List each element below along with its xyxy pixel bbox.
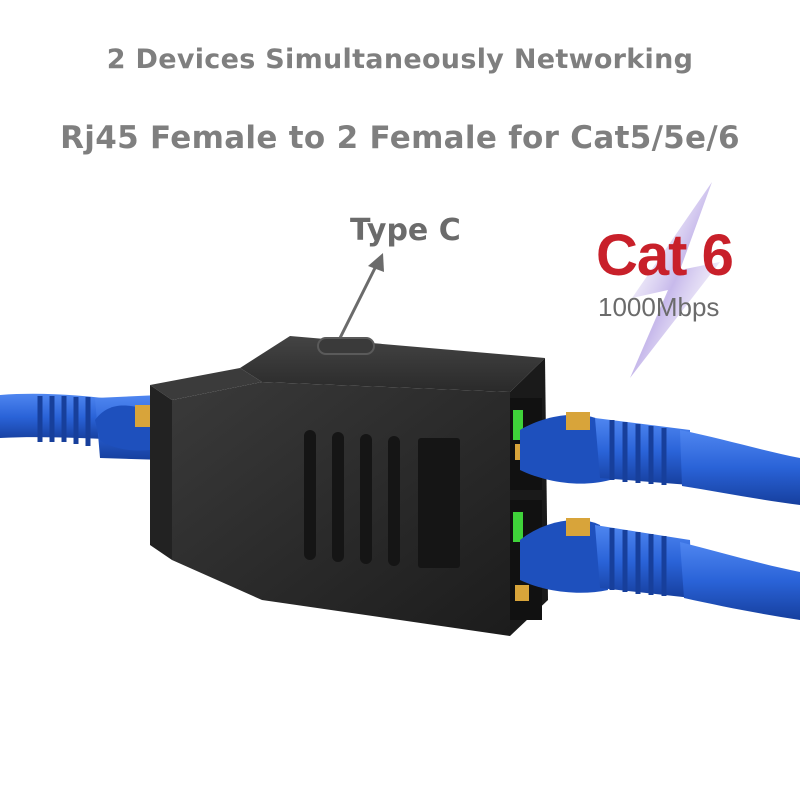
type-c-callout-label: Type C bbox=[350, 213, 461, 248]
cat6-badge-title: Cat 6 bbox=[596, 223, 734, 288]
headline-connector-spec: Rj45 Female to 2 Female for Cat5/5e/6 bbox=[60, 120, 740, 156]
right-cable-bottom bbox=[520, 518, 800, 620]
headline-devices: 2 Devices Simultaneously Networking bbox=[106, 44, 694, 75]
type-c-port bbox=[317, 337, 375, 355]
cat6-badge: Cat 6 1000Mbps bbox=[590, 180, 780, 380]
right-cable-top bbox=[520, 412, 800, 505]
left-cable bbox=[0, 393, 165, 460]
lightning-bolt-icon bbox=[630, 182, 720, 378]
callout-arrow bbox=[338, 253, 384, 339]
adapter-rear-stub bbox=[150, 368, 262, 400]
cat6-badge-speed: 1000Mbps bbox=[598, 292, 720, 322]
